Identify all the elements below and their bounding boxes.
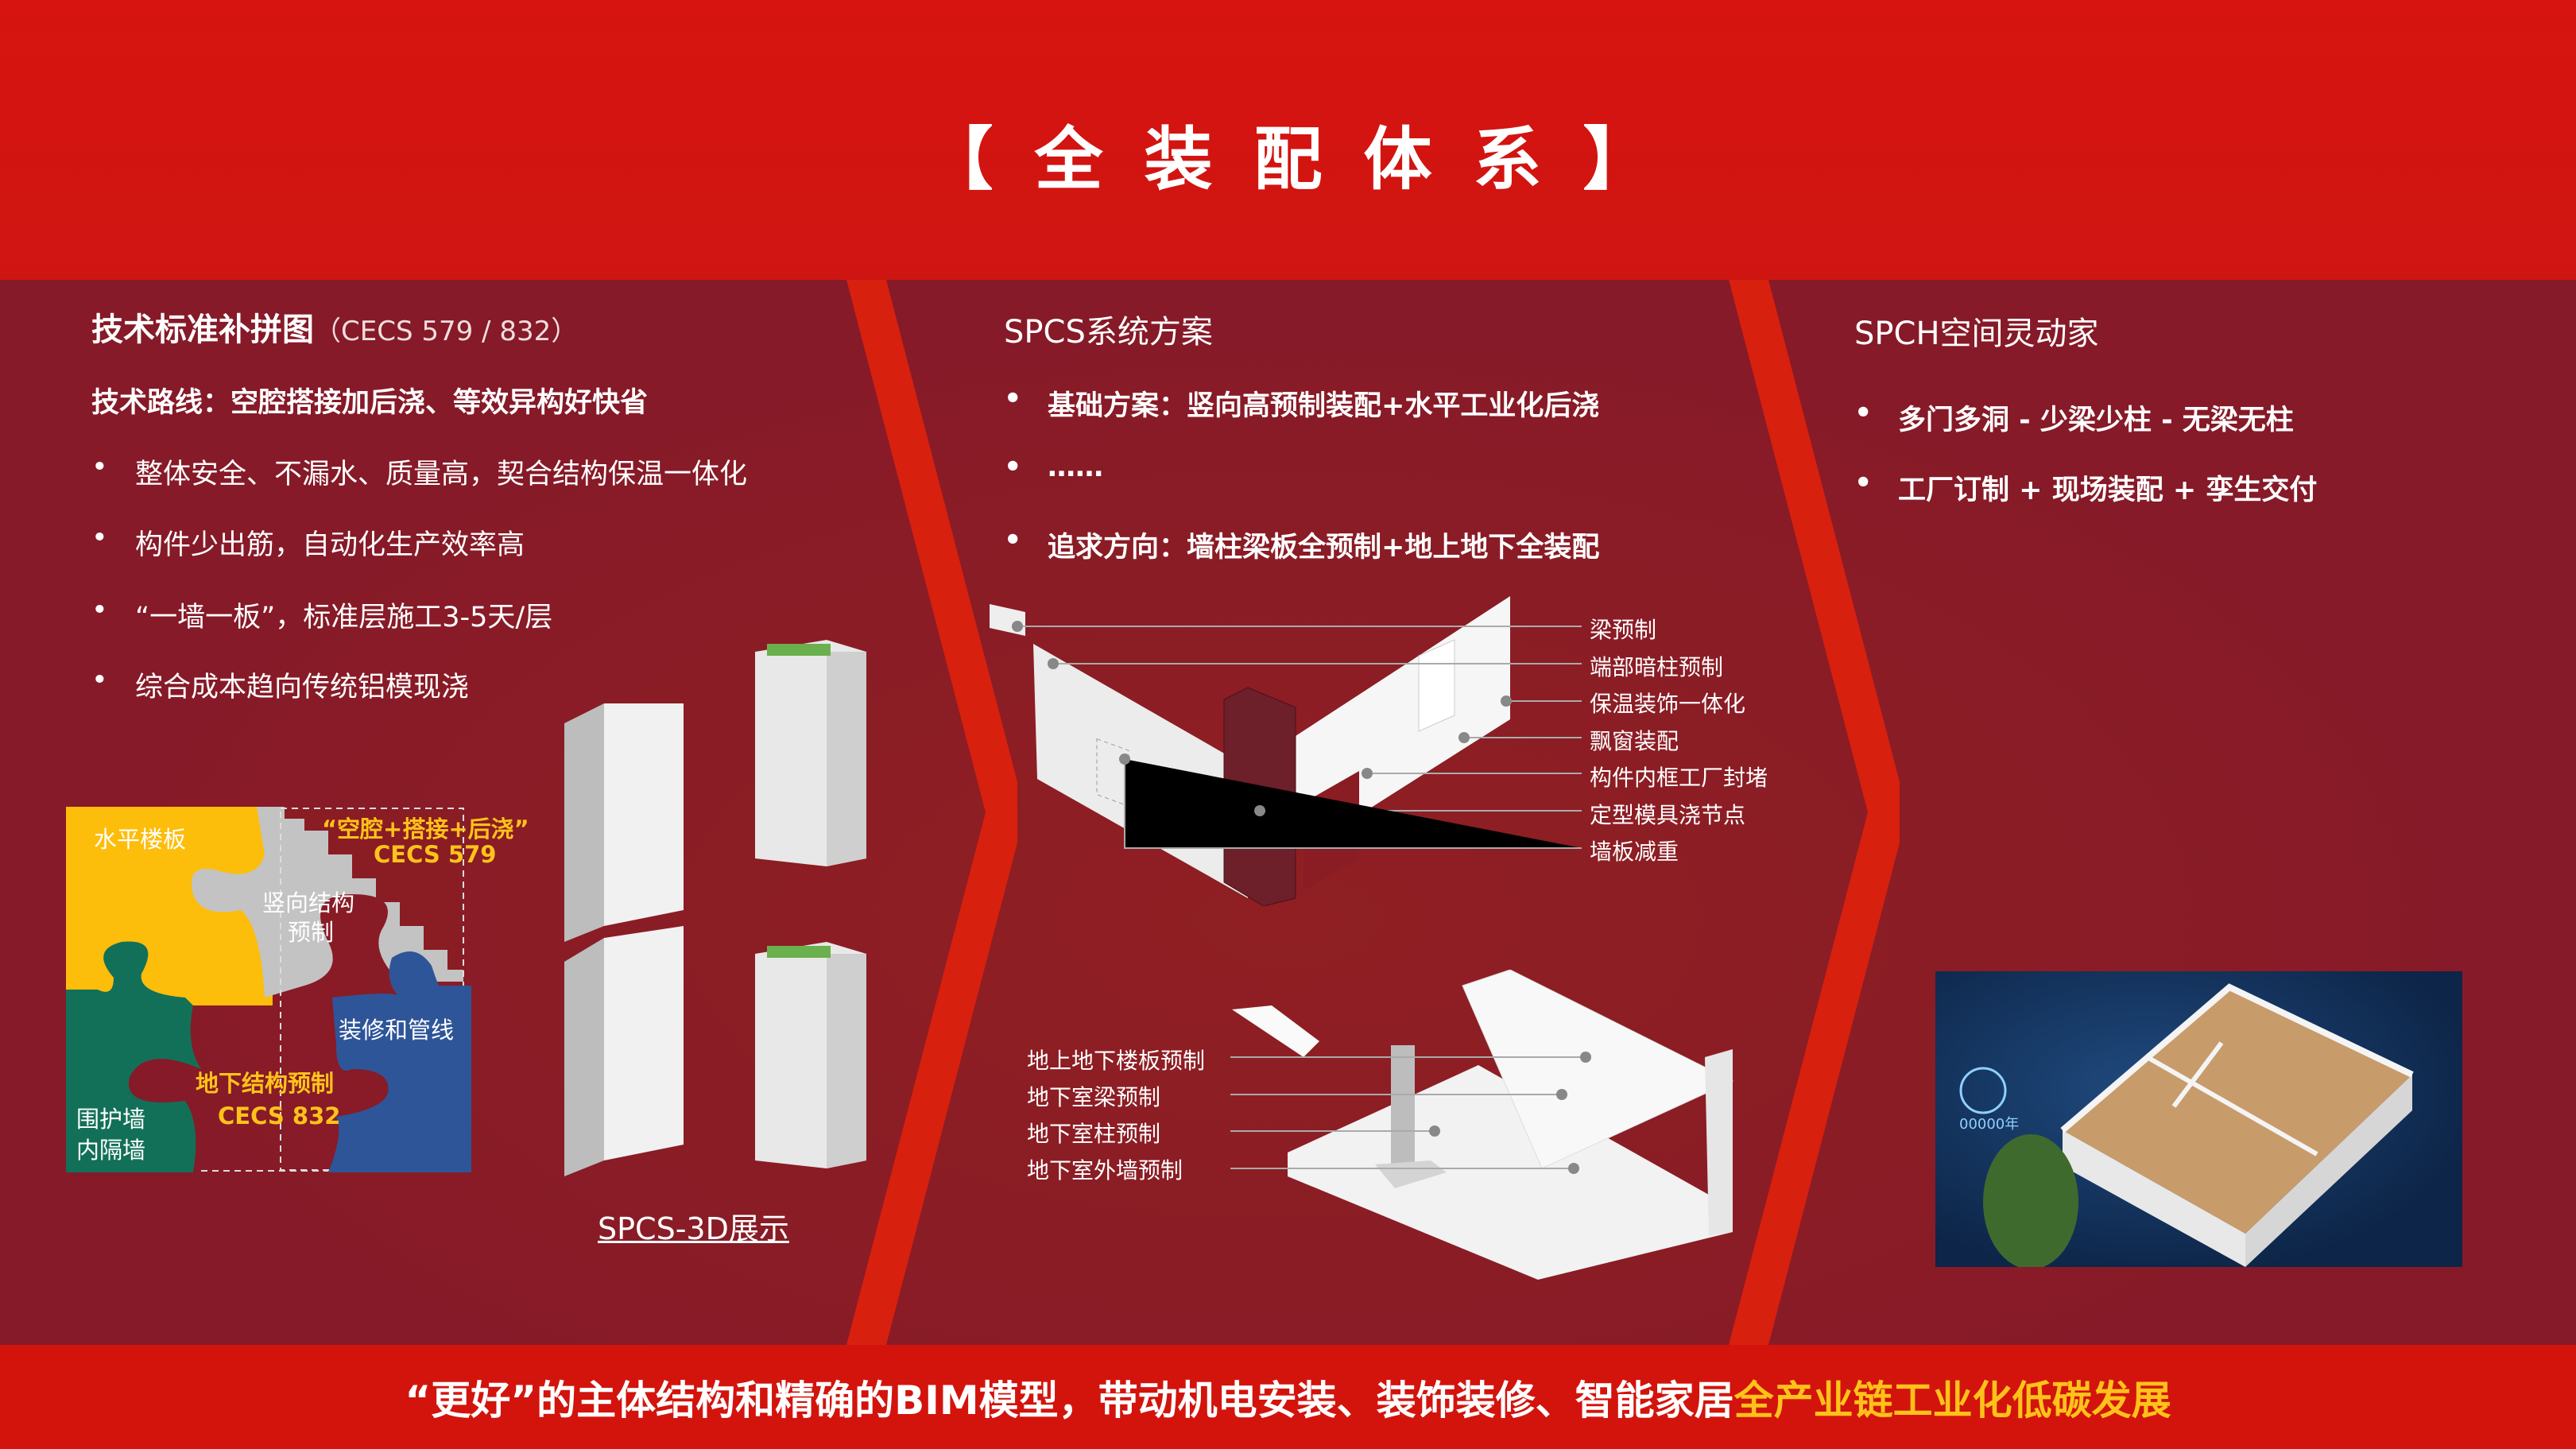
standards-puzzle-graphic [66,807,471,1172]
basement-system-diagram [1230,970,1734,1280]
puzzle-callout-std: CECS 579 [374,841,497,868]
wall-label: 定型模具浇节点 [1590,802,1746,828]
spcs-3d-link[interactable]: SPCS-3D展示 [598,1211,789,1246]
chevron-divider-2 [1729,280,1900,1345]
page-title: 【全装配体系】 [924,120,1693,200]
basement-label: 地下室梁预制 [1027,1084,1161,1110]
footer-text: “更好”的主体结构和精确的BIM模型，带动机电安装、装饰装修、智能家居 [405,1377,1734,1424]
middle-panel-title: SPCS系统方案 [1004,314,1213,351]
apartment-model-illustration [1959,983,2414,1267]
left-bullet: •构件少出筋，自动化生产效率高 [91,522,525,561]
precast-components-illustration [564,640,866,1176]
chevron-divider-1 [846,280,1017,1345]
wall-label: 飘窗装配 [1590,728,1679,754]
puzzle-label-floor: 水平楼板 [94,826,187,853]
middle-bullet: •…… [1004,451,1103,483]
footer-banner: “更好”的主体结构和精确的BIM模型，带动机电安装、装饰装修、智能家居全产业链工… [0,1345,2576,1449]
right-bullet: •多门多洞 - 少梁少柱 - 无梁无柱 [1854,397,2294,436]
puzzle-label-vertical-2: 预制 [288,919,335,946]
left-bullet: •整体安全、不漏水、质量高，契合结构保温一体化 [91,451,748,490]
puzzle-label-underground: 地下结构预制 [196,1070,335,1097]
puzzle-label-wall2: 内隔墙 [76,1137,146,1164]
tech-route: 技术路线：空腔搭接加后浇、等效异构好快省 [91,387,649,419]
column-lower [755,942,866,1168]
wall-label: 保温装饰一体化 [1590,691,1746,717]
puzzle-callout: “空腔+搭接+后浇” [322,816,529,843]
right-bullet: •工厂订制 + 现场装配 + 孪生交付 [1854,467,2318,506]
wall-label: 墙板减重 [1590,839,1679,865]
wall-label: 端部暗柱预制 [1590,654,1724,680]
middle-bullet: •基础方案：竖向高预制装配+水平工业化后浇 [1004,383,1600,422]
left-panel-title: 技术标准补拼图（CECS 579 / 832） [91,304,578,350]
puzzle-label-vertical: 竖向结构 [262,889,355,916]
right-panel-title: SPCH空间灵动家 [1854,316,2099,352]
puzzle-label-wall1: 围护墙 [76,1106,146,1133]
middle-bullet: •追求方向：墙柱梁板全预制+地上地下全装配 [1004,525,1600,564]
apartment-render-image: 00000年 [1935,971,2462,1267]
left-title-sub: （CECS 579 / 832） [314,316,579,347]
header-band [0,0,2576,280]
puzzle-label-underground-std: CECS 832 [218,1102,341,1129]
render-year-label: 00000年 [1959,1116,2020,1133]
left-title-text: 技术标准补拼图 [91,312,314,348]
wall-label: 梁预制 [1590,617,1657,643]
basement-label: 地上地下楼板预制 [1027,1048,1206,1074]
wall-system-diagram [990,596,1582,906]
left-bullet: •综合成本趋向传统铝模现浇 [91,664,470,703]
wall-label: 构件内框工厂封堵 [1590,765,1768,791]
basement-label: 地下室柱预制 [1027,1121,1161,1147]
left-bullet: •“一墙一板”，标准层施工3-5天/层 [91,595,553,633]
puzzle-label-decor: 装修和管线 [339,1017,455,1044]
wall-panel-lower [564,926,684,1176]
basement-label: 地下室外墙预制 [1027,1157,1183,1184]
wall-panel-upper [564,703,684,942]
footer-highlight: 全产业链工业化低碳发展 [1733,1377,2171,1424]
column-upper [755,640,866,866]
